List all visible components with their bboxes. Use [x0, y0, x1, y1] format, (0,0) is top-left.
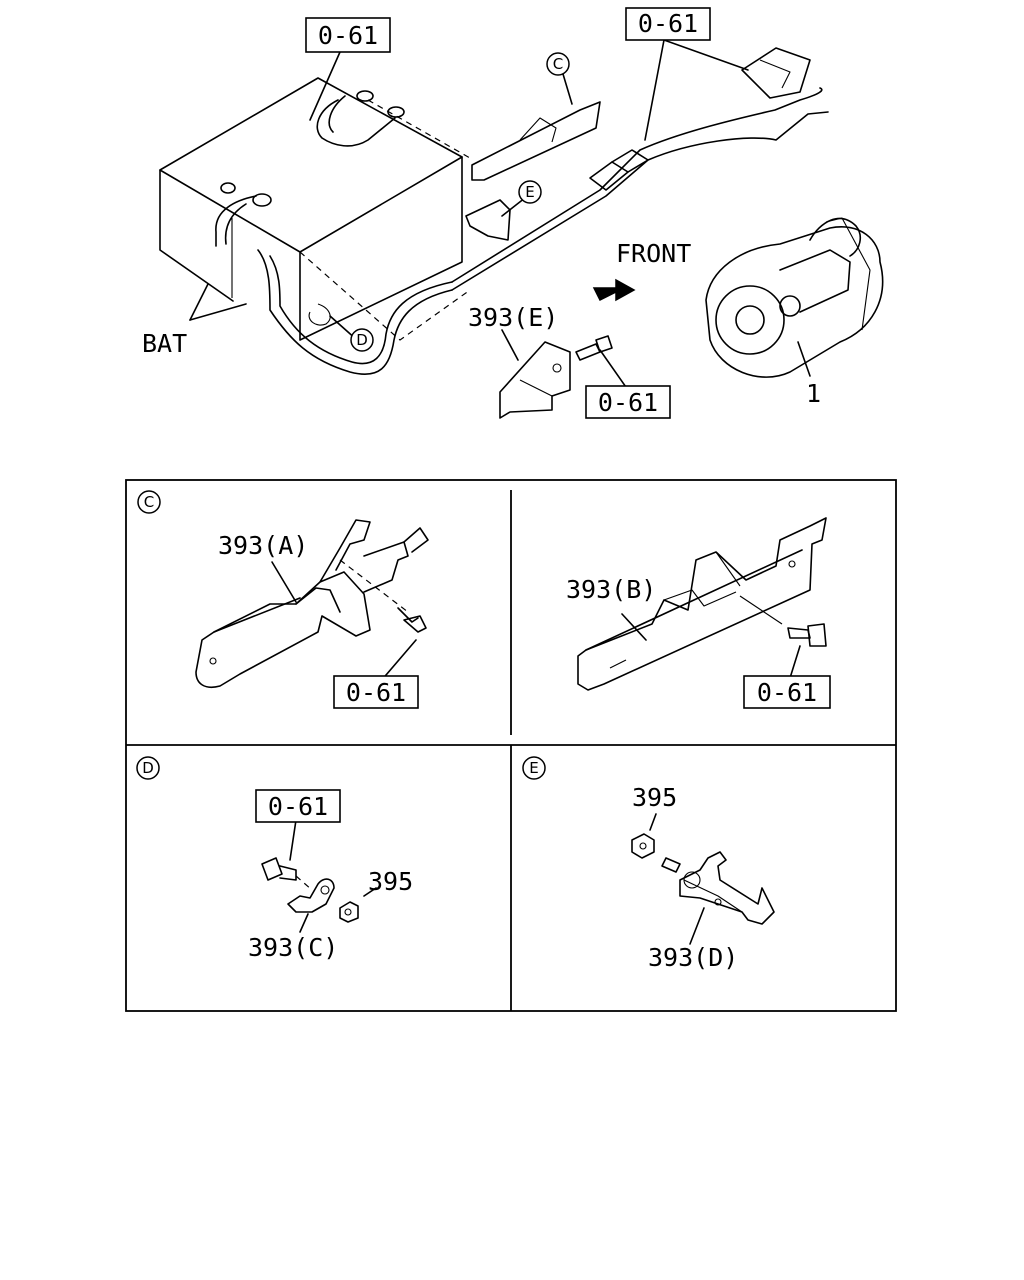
panel-d [261, 819, 377, 933]
bracket-c-top [471, 101, 601, 181]
ref-bracket-e-label: 0-61 [598, 388, 658, 417]
callout-d-panel: D [136, 756, 160, 780]
callout-e-panel: E [522, 756, 546, 780]
bracket-e-top [465, 199, 511, 241]
nut-395-e-label: 395 [632, 783, 677, 812]
part-393b-label: 393(B) [566, 575, 656, 604]
part-1-label: 1 [806, 379, 821, 408]
ref-d-label: 0-61 [268, 792, 328, 821]
part-393c-label: 393(C) [248, 933, 338, 962]
bracket-393e [499, 341, 571, 419]
callout-c-panel: C [137, 490, 161, 514]
starter-motor-icon [705, 217, 884, 378]
callout-c-top: C [546, 52, 570, 76]
panel-c-left [195, 519, 429, 688]
bat-label: BAT [142, 329, 187, 358]
callout-e-top: E [518, 180, 542, 204]
svg-text:E: E [529, 759, 538, 777]
panel-c-right [577, 517, 827, 691]
ref-battery-label: 0-61 [318, 21, 378, 50]
front-label: FRONT [616, 239, 691, 268]
part-393e-label: 393(E) [468, 303, 558, 332]
front-arrow-icon [592, 278, 636, 302]
nut-395-d-label: 395 [368, 867, 413, 896]
svg-text:C: C [553, 55, 563, 73]
ref-c-left-label: 0-61 [346, 678, 406, 707]
battery-cables [215, 47, 829, 375]
svg-text:D: D [142, 759, 154, 777]
svg-text:C: C [144, 493, 154, 511]
ref-starter-cable-label: 0-61 [638, 9, 698, 38]
svg-text:E: E [525, 183, 534, 201]
ref-c-right-label: 0-61 [757, 678, 817, 707]
callout-d-top: D [350, 328, 374, 352]
part-393a-label: 393(A) [218, 531, 308, 560]
panel-e [631, 813, 775, 945]
svg-text:D: D [356, 331, 368, 349]
part-393d-label: 393(D) [648, 943, 738, 972]
detail-frame [125, 479, 897, 1012]
bolt-icon [575, 335, 613, 361]
